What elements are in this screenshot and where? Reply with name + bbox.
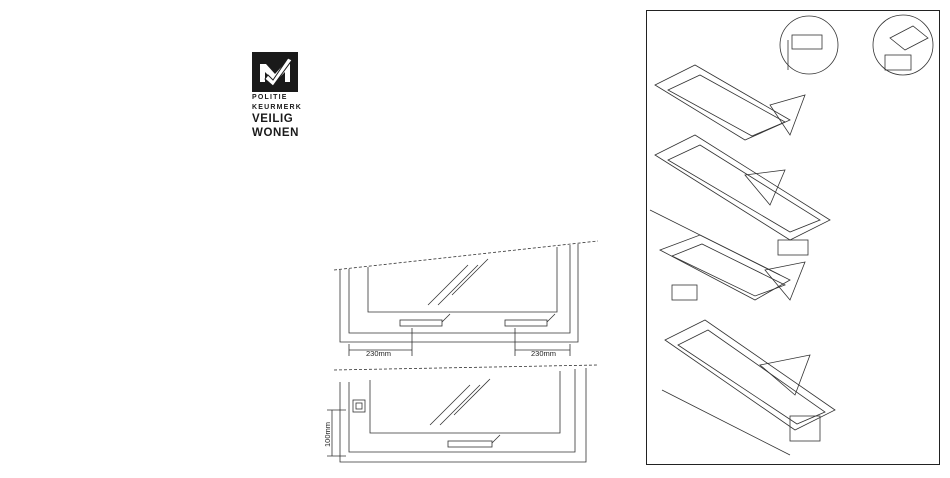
lock-drawing-3	[660, 235, 805, 300]
lock-drawing-4	[662, 320, 835, 455]
detail-circle-right	[873, 15, 933, 75]
detail-circle-left	[780, 16, 838, 74]
lock-drawing-1	[655, 65, 805, 140]
